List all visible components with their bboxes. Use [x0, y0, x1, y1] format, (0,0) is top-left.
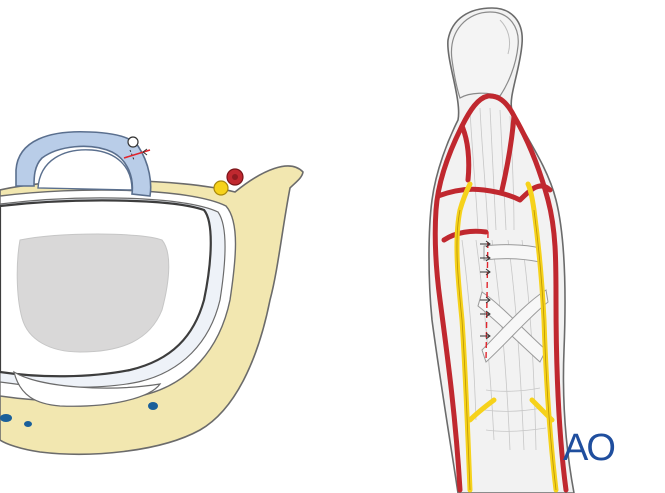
extensor-tendon-sheath	[15, 130, 152, 197]
cross-section-view	[0, 130, 304, 455]
distal-phalanx-tip	[450, 11, 519, 99]
suture-line	[480, 231, 491, 363]
bone-medulla	[16, 233, 170, 353]
vessel-dot	[0, 414, 12, 422]
digital-nerve-dot	[213, 180, 229, 196]
ao-logo-text: AO	[563, 427, 614, 469]
vessel-dot	[148, 402, 158, 410]
retinacular-ligaments	[477, 244, 549, 363]
artery-arch	[435, 183, 553, 203]
ao-logo: AO	[563, 427, 616, 469]
finger-dorsal-view	[428, 7, 575, 493]
extensor-tendon	[37, 149, 133, 191]
digital-arteries	[432, 93, 569, 493]
vessel-dot	[24, 421, 32, 427]
artery-ulnar	[432, 93, 491, 493]
palmar-plate	[13, 370, 162, 407]
suture-mark	[123, 136, 151, 161]
